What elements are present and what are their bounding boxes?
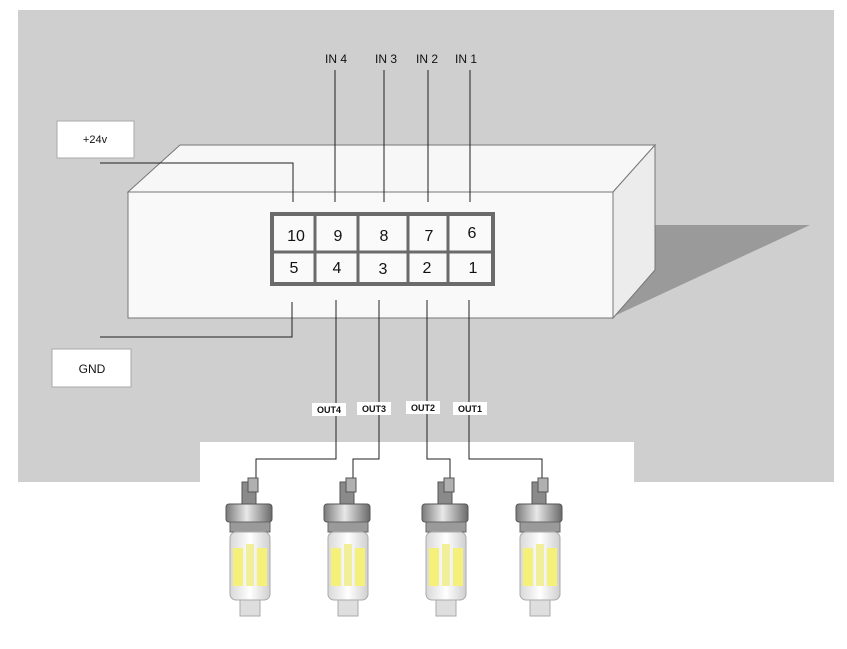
led-bulb-icon xyxy=(225,477,273,617)
output-label-out4: OUT4 xyxy=(317,405,341,415)
pin-label-5: 5 xyxy=(290,260,299,277)
gnd-label-box xyxy=(51,348,132,388)
wire-out1 xyxy=(468,300,543,478)
input-label-in4: IN 4 xyxy=(325,52,347,66)
input-label-in2: IN 2 xyxy=(416,52,438,66)
pin-label-8: 8 xyxy=(380,228,389,245)
vplus-label: +24v xyxy=(83,134,108,146)
module-shadow xyxy=(610,225,810,318)
input-label-in3: IN 3 xyxy=(375,52,397,66)
pin-label-6: 6 xyxy=(468,225,477,242)
pin-label-1: 1 xyxy=(469,260,478,277)
pin-label-4: 4 xyxy=(333,260,342,277)
pin-label-2: 2 xyxy=(423,260,432,277)
wire-out2 xyxy=(426,300,451,480)
pin-label-3: 3 xyxy=(379,261,388,278)
vplus-label-box xyxy=(56,120,135,159)
led-bulb-icon xyxy=(421,477,469,617)
output-label-box-out2 xyxy=(406,401,440,414)
input-label-in1: IN 1 xyxy=(455,52,477,66)
wire-vplus xyxy=(100,162,294,202)
wire-out4 xyxy=(255,300,337,480)
output-label-out2: OUT2 xyxy=(411,403,435,413)
connector-housing xyxy=(270,212,495,286)
wire-gnd xyxy=(100,302,293,338)
output-label-box-out3 xyxy=(357,402,391,415)
output-label-out1: OUT1 xyxy=(458,404,482,414)
output-label-out3: OUT3 xyxy=(362,404,386,414)
led-bulb-icon xyxy=(323,477,371,617)
output-label-box-out1 xyxy=(453,402,487,415)
led-bulb-icon xyxy=(515,477,563,617)
pin-label-7: 7 xyxy=(425,228,434,245)
module-top-face xyxy=(126,144,657,193)
output-label-box-out4 xyxy=(312,403,346,416)
wire-out3 xyxy=(352,300,380,480)
bulb-area-background xyxy=(200,442,634,649)
pin-label-9: 9 xyxy=(334,228,343,245)
pin-label-10: 10 xyxy=(287,228,305,245)
gnd-label: GND xyxy=(79,362,106,376)
